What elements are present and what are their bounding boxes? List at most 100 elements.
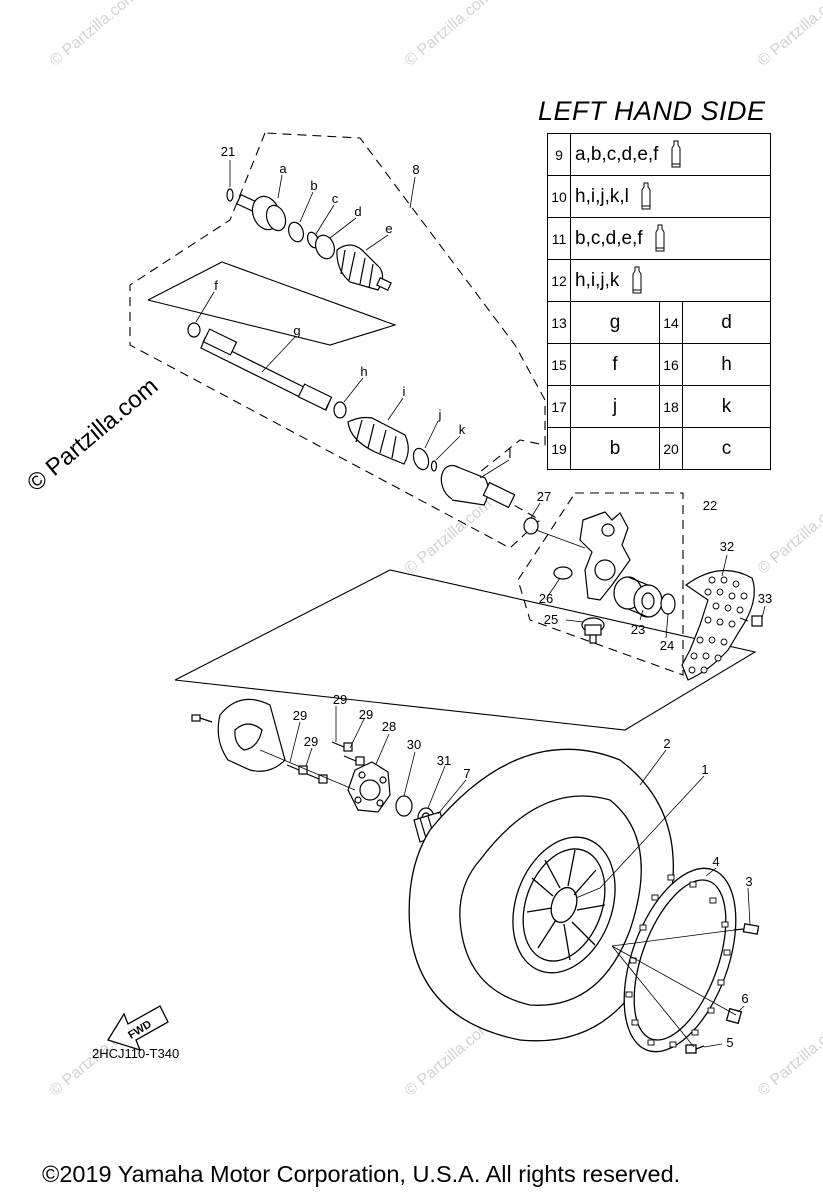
callout-27: 27 <box>537 489 551 504</box>
callout-33: 33 <box>758 591 772 606</box>
knuckle-part-22 <box>579 511 631 601</box>
callout-29d: 29 <box>304 734 318 749</box>
callout-29c: 29 <box>293 708 307 723</box>
shaft-part-g <box>200 328 333 411</box>
legend-num: 13 <box>547 301 571 344</box>
inner-boot-part-i <box>347 416 409 465</box>
legend-num: 11 <box>547 217 571 260</box>
callout-30: 30 <box>407 737 421 752</box>
band-part-j <box>412 447 430 471</box>
callout-22: 22 <box>703 498 717 513</box>
legend-row: 12 h,i,j,k <box>547 259 771 302</box>
callout-25: 25 <box>544 612 558 627</box>
legend-row: 11 b,c,d,e,f <box>547 217 771 260</box>
clip-part-f <box>187 322 201 338</box>
callout-24: 24 <box>660 638 674 653</box>
circlip-part-24 <box>660 593 676 615</box>
wheel-rim-part-1 <box>512 836 616 974</box>
left-hand-side-title: LEFT HAND SIDE <box>538 96 766 126</box>
callout-32: 32 <box>720 539 734 554</box>
brake-disc-part-32 <box>681 569 755 681</box>
callout-f: f <box>214 278 218 293</box>
callout-l: l <box>509 446 512 461</box>
brake-disc-rear <box>217 698 286 772</box>
callout-29b: 29 <box>359 707 373 722</box>
callout-b: b <box>310 178 317 193</box>
callout-4: 4 <box>712 854 719 869</box>
legend-num: 20 <box>659 427 683 470</box>
callout-29a: 29 <box>333 692 347 707</box>
legend-num: 10 <box>547 175 571 218</box>
callout-3: 3 <box>745 874 752 889</box>
band-part-d <box>314 234 336 260</box>
bolt-part-5 <box>685 1044 705 1054</box>
legend-value-text: a,b,c,d,e,f <box>575 143 659 165</box>
callout-7: 7 <box>463 766 470 781</box>
circlip-part-26 <box>553 566 573 580</box>
callout-8: 8 <box>412 162 419 177</box>
legend-num: 17 <box>547 385 571 428</box>
callout-1: 1 <box>701 762 708 777</box>
legend-num: 12 <box>547 259 571 302</box>
callout-28: 28 <box>382 719 396 734</box>
legend-num: 15 <box>547 343 571 386</box>
legend-value-text: h,i,j,k,l <box>575 185 629 207</box>
callout-6: 6 <box>741 991 748 1006</box>
legend-value: j <box>570 385 660 428</box>
callout-e: e <box>385 221 392 236</box>
legend-value: h <box>682 343 771 386</box>
legend-num: 19 <box>547 427 571 470</box>
screw-small <box>191 714 213 723</box>
legend-value: b <box>570 427 660 470</box>
legend-value: h,i,j,k <box>570 259 771 302</box>
legend-value: b,c,d,e,f <box>570 217 771 260</box>
inner-joint-part-l <box>440 464 516 509</box>
grease-tube-icon <box>632 266 642 293</box>
legend-value: d <box>682 301 771 344</box>
grease-tube-icon <box>641 182 651 209</box>
clip-part-h <box>333 401 347 419</box>
diagram-code: 2HCJ110-T340 <box>92 1046 180 1061</box>
callout-5: 5 <box>726 1035 733 1050</box>
callout-2: 2 <box>663 736 670 751</box>
fwd-arrow: FWD <box>107 1005 169 1052</box>
callout-i: i <box>403 384 406 399</box>
outer-joint-part-a <box>235 193 287 232</box>
callout-g: g <box>293 323 300 338</box>
sealant-legend-table: 9 a,b,c,d,e,f 10 h,i,j,k,l 11 b,c,d,e,f … <box>547 133 771 470</box>
seal-part-30 <box>395 795 413 817</box>
callout-j: j <box>438 407 442 422</box>
legend-body: 9 a,b,c,d,e,f 10 h,i,j,k,l 11 b,c,d,e,f … <box>547 133 771 470</box>
beadlock-ring-part-4 <box>623 867 737 1053</box>
valve-part-3 <box>733 923 760 935</box>
legend-num: 14 <box>659 301 683 344</box>
legend-value: f <box>570 343 660 386</box>
callout-a: a <box>279 161 287 176</box>
legend-value: k <box>682 385 771 428</box>
legend-pair-row: 17 j 18 k <box>547 385 771 428</box>
legend-value: a,b,c,d,e,f <box>570 133 771 176</box>
stud-bolts-part-29 <box>286 741 365 784</box>
callout-c: c <box>332 191 339 206</box>
legend-value: h,i,j,k,l <box>570 175 771 218</box>
callout-26: 26 <box>539 591 553 606</box>
callout-23: 23 <box>631 622 645 637</box>
bearing-part-23 <box>613 576 663 618</box>
legend-pair-row: 19 b 20 c <box>547 427 771 470</box>
callout-k: k <box>459 422 466 437</box>
legend-num: 16 <box>659 343 683 386</box>
legend-value-text: h,i,j,k <box>575 269 620 291</box>
legend-value-text: b,c,d,e,f <box>575 227 643 249</box>
legend-pair-row: 13 g 14 d <box>547 301 771 344</box>
legend-row: 10 h,i,j,k,l <box>547 175 771 218</box>
boot-part-e <box>336 244 392 291</box>
bolt-part-33 <box>739 615 763 627</box>
callout-h: h <box>360 364 367 379</box>
hub-part-28 <box>347 761 391 813</box>
grease-tube-icon <box>655 224 665 251</box>
copyright-notice: ©2019 Yamaha Motor Corporation, U.S.A. A… <box>42 1161 681 1187</box>
legend-pair-row: 15 f 16 h <box>547 343 771 386</box>
wheel-plane-outline <box>174 569 757 731</box>
circlip-part-21 <box>226 188 234 202</box>
